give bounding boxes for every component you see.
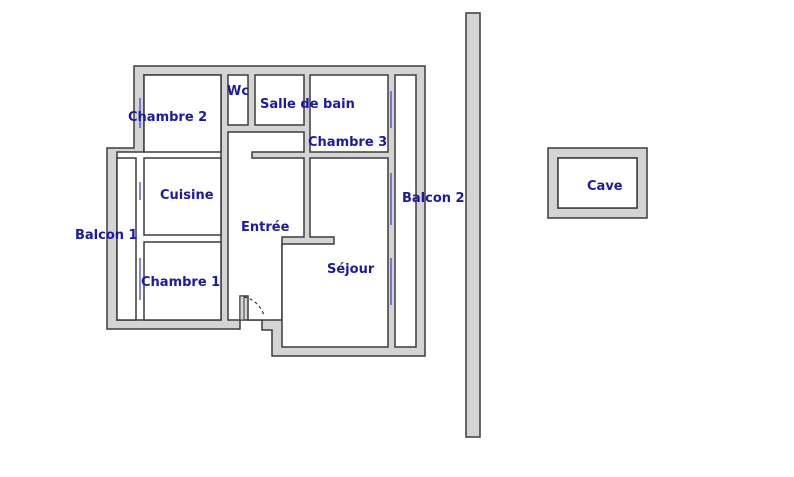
room-wc <box>227 74 249 126</box>
room-cave <box>557 157 638 209</box>
room-chambre-1 <box>143 241 222 321</box>
label-entree: Entrée <box>241 220 290 235</box>
room-chambre-3 <box>309 74 389 153</box>
room-cuisine <box>143 157 222 236</box>
windows <box>139 91 392 305</box>
label-chambre-1: Chambre 1 <box>141 275 221 290</box>
door-swing <box>243 296 265 316</box>
room-balcon-1 <box>116 157 137 321</box>
label-salle-de-bain: Salle de bain <box>260 97 355 112</box>
label-cuisine: Cuisine <box>160 188 214 203</box>
room-salle-de-bain <box>254 74 305 126</box>
room-chambre-2 <box>143 74 222 153</box>
label-sejour: Séjour <box>327 262 375 277</box>
label-chambre-2: Chambre 2 <box>128 110 208 125</box>
room-balcon-2 <box>394 74 417 348</box>
label-cave: Cave <box>587 179 623 194</box>
long-wall <box>465 12 481 438</box>
label-balcon-2: Balcon 2 <box>402 191 465 206</box>
label-wc: Wc <box>227 84 250 99</box>
label-balcon-1: Balcon 1 <box>75 228 138 243</box>
label-chambre-3: Chambre 3 <box>308 135 388 150</box>
room-sejour <box>281 157 389 348</box>
door-leaf <box>239 295 245 321</box>
